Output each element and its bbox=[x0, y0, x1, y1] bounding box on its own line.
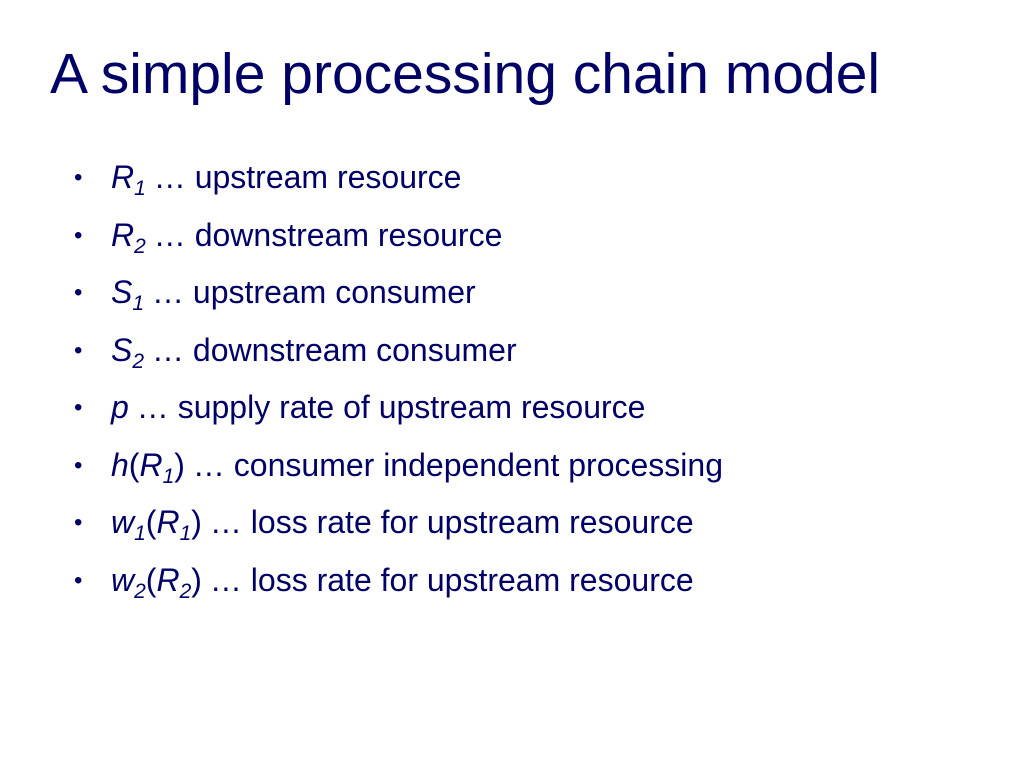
argument-subscript: 2 bbox=[179, 579, 192, 603]
symbol: w bbox=[111, 561, 135, 598]
bullet-text: R2 … downstream resource bbox=[111, 207, 502, 265]
open-paren: ( bbox=[145, 561, 157, 598]
bullet-description: … supply rate of upstream resource bbox=[136, 389, 646, 425]
argument-symbol: R bbox=[156, 504, 180, 540]
symbol-subscript: 2 bbox=[134, 579, 146, 603]
bullet-description: … loss rate for upstream resource bbox=[209, 504, 694, 540]
symbol: S bbox=[111, 331, 133, 368]
close-paren: ) bbox=[174, 446, 185, 483]
bullet-description: … consumer independent processing bbox=[192, 446, 723, 483]
argument-subscript: 1 bbox=[179, 522, 192, 545]
symbol: R bbox=[111, 159, 135, 195]
bullet-dot-icon: • bbox=[74, 451, 83, 479]
bullet-text: w2(R2)… loss rate for upstream resource bbox=[111, 552, 694, 610]
bullet-text: R1 … upstream resource bbox=[111, 149, 461, 207]
bullet-description: … downstream resource bbox=[153, 216, 503, 253]
bullet-dot-icon: • bbox=[74, 221, 83, 249]
symbol-subscript: 1 bbox=[134, 177, 146, 200]
bullet-text: S1 … upstream consumer bbox=[111, 264, 476, 322]
symbol-subscript: 1 bbox=[132, 292, 145, 315]
symbol-subscript: 2 bbox=[132, 349, 145, 373]
argument-symbol: R bbox=[139, 446, 163, 483]
bullet-dot-icon: • bbox=[74, 336, 83, 364]
symbol: p bbox=[111, 389, 129, 425]
bullet-text: h(R1)… consumer independent processing bbox=[111, 437, 723, 495]
close-paren: ) bbox=[191, 504, 202, 540]
open-paren: ( bbox=[128, 446, 140, 483]
bullet-description: … upstream resource bbox=[153, 159, 462, 195]
close-paren: ) bbox=[191, 561, 202, 598]
bullet-dot-icon: • bbox=[74, 279, 83, 306]
bullet-text: p… supply rate of upstream resource bbox=[111, 379, 645, 437]
argument-symbol: R bbox=[156, 561, 180, 598]
symbol-subscript: 2 bbox=[134, 234, 146, 258]
argument-subscript: 1 bbox=[162, 464, 175, 488]
bullet-description: … loss rate for upstream resource bbox=[209, 561, 694, 598]
symbol: w bbox=[111, 504, 135, 540]
open-paren: ( bbox=[145, 504, 157, 540]
bullet-text: w1(R1)… loss rate for upstream resource bbox=[111, 494, 694, 552]
bullet-description: … downstream consumer bbox=[152, 331, 517, 368]
bullet-text: S2 … downstream consumer bbox=[111, 322, 517, 380]
symbol-subscript: 1 bbox=[134, 522, 146, 545]
bullet-description: … upstream consumer bbox=[152, 274, 476, 310]
slide-title: A simple processing chain model bbox=[50, 42, 881, 106]
symbol: h bbox=[111, 446, 129, 483]
bullet-dot-icon: • bbox=[74, 164, 83, 191]
symbol: R bbox=[111, 216, 135, 253]
bullet-dot-icon: • bbox=[74, 394, 83, 421]
symbol: S bbox=[111, 274, 133, 310]
bullet-dot-icon: • bbox=[74, 509, 83, 536]
bullet-dot-icon: • bbox=[74, 566, 83, 594]
